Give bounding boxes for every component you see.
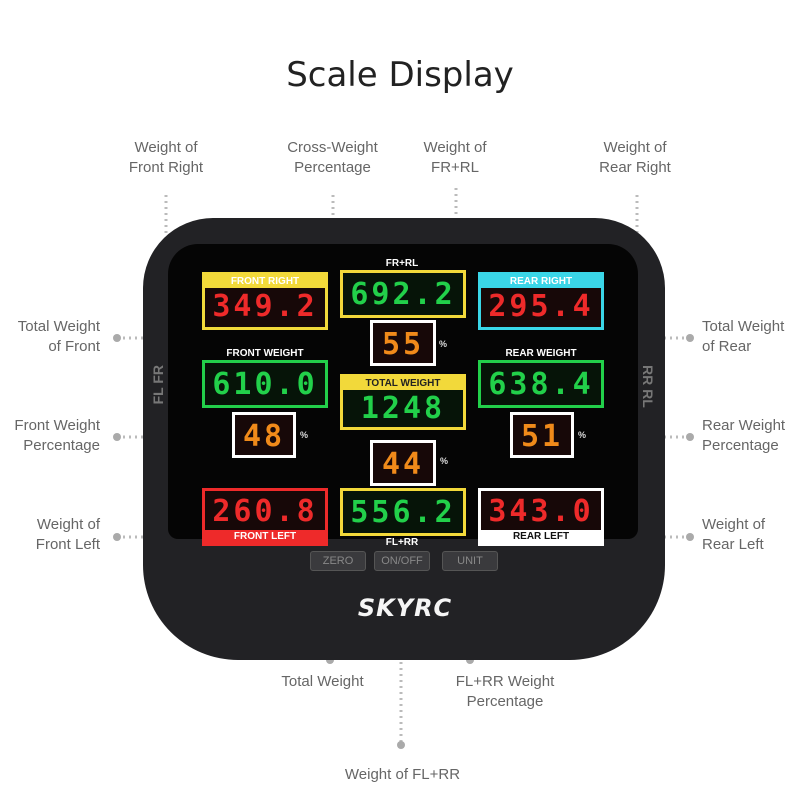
cross-weight-pct-unit: % (439, 339, 448, 349)
rear-right-label: REAR RIGHT (481, 275, 601, 288)
unit-button[interactable]: UNIT (442, 551, 498, 571)
total-weight-value: 1248 (360, 391, 446, 426)
front-right-value: 349.2 (212, 289, 318, 324)
callout-total-weight: Total Weight (281, 673, 364, 690)
rear-weight-pct-value: 51 (520, 419, 564, 454)
flrr-weight-pct-unit: % (440, 456, 449, 466)
page-title: Scale Display (286, 55, 514, 95)
front-weight-pct-value: 48 (242, 419, 286, 454)
rear-right-value: 295.4 (488, 289, 594, 324)
cross-weight-pct-value: 55 (381, 327, 425, 362)
total-weight-display: TOTAL WEIGHT 1248 (340, 374, 466, 430)
brand-logo: SKYRC (357, 594, 453, 622)
side-label-left: FL FR (150, 365, 166, 405)
fl-rr-label: FL+RR (385, 537, 419, 548)
on-off-button[interactable]: ON/OFF (374, 551, 430, 571)
fr-rl-label: FR+RL (385, 258, 419, 269)
rear-weight-pct-unit: % (578, 430, 587, 440)
rear-weight-value: 638.4 (488, 367, 594, 402)
front-left-label: FRONT LEFT (205, 530, 325, 543)
front-weight-pct-display: 48 (232, 412, 296, 458)
zero-button[interactable]: ZERO (310, 551, 366, 571)
flrr-weight-pct-display: 44 (370, 440, 436, 486)
front-weight-value: 610.0 (212, 367, 318, 402)
cross-weight-pct-display: 55 (370, 320, 436, 366)
front-left-display: 260.8 FRONT LEFT (202, 488, 328, 546)
total-weight-label: TOTAL WEIGHT (343, 377, 463, 390)
front-weight-display: 610.0 (202, 360, 328, 408)
rear-left-label: REAR LEFT (481, 530, 601, 543)
flrr-weight-pct-value: 44 (381, 447, 425, 482)
fl-rr-display: 556.2 (340, 488, 466, 536)
rear-weight-display: 638.4 (478, 360, 604, 408)
front-weight-label: FRONT WEIGHT (226, 348, 304, 359)
rear-weight-pct-display: 51 (510, 412, 574, 458)
rear-weight-label: REAR WEIGHT (505, 348, 577, 359)
fr-rl-value: 692.2 (350, 277, 456, 312)
rear-left-value: 343.0 (488, 494, 594, 529)
rear-right-display: REAR RIGHT 295.4 (478, 272, 604, 330)
side-label-right: RR RL (640, 365, 656, 408)
front-right-display: FRONT RIGHT 349.2 (202, 272, 328, 330)
rear-left-display: 343.0 REAR LEFT (478, 488, 604, 546)
fl-rr-value: 556.2 (350, 495, 456, 530)
front-right-label: FRONT RIGHT (205, 275, 325, 288)
front-left-value: 260.8 (212, 494, 318, 529)
callout-weight-fl-rr: Weight of FL+RR (344, 766, 461, 783)
fr-rl-display: 692.2 (340, 270, 466, 318)
front-weight-pct-unit: % (300, 430, 309, 440)
